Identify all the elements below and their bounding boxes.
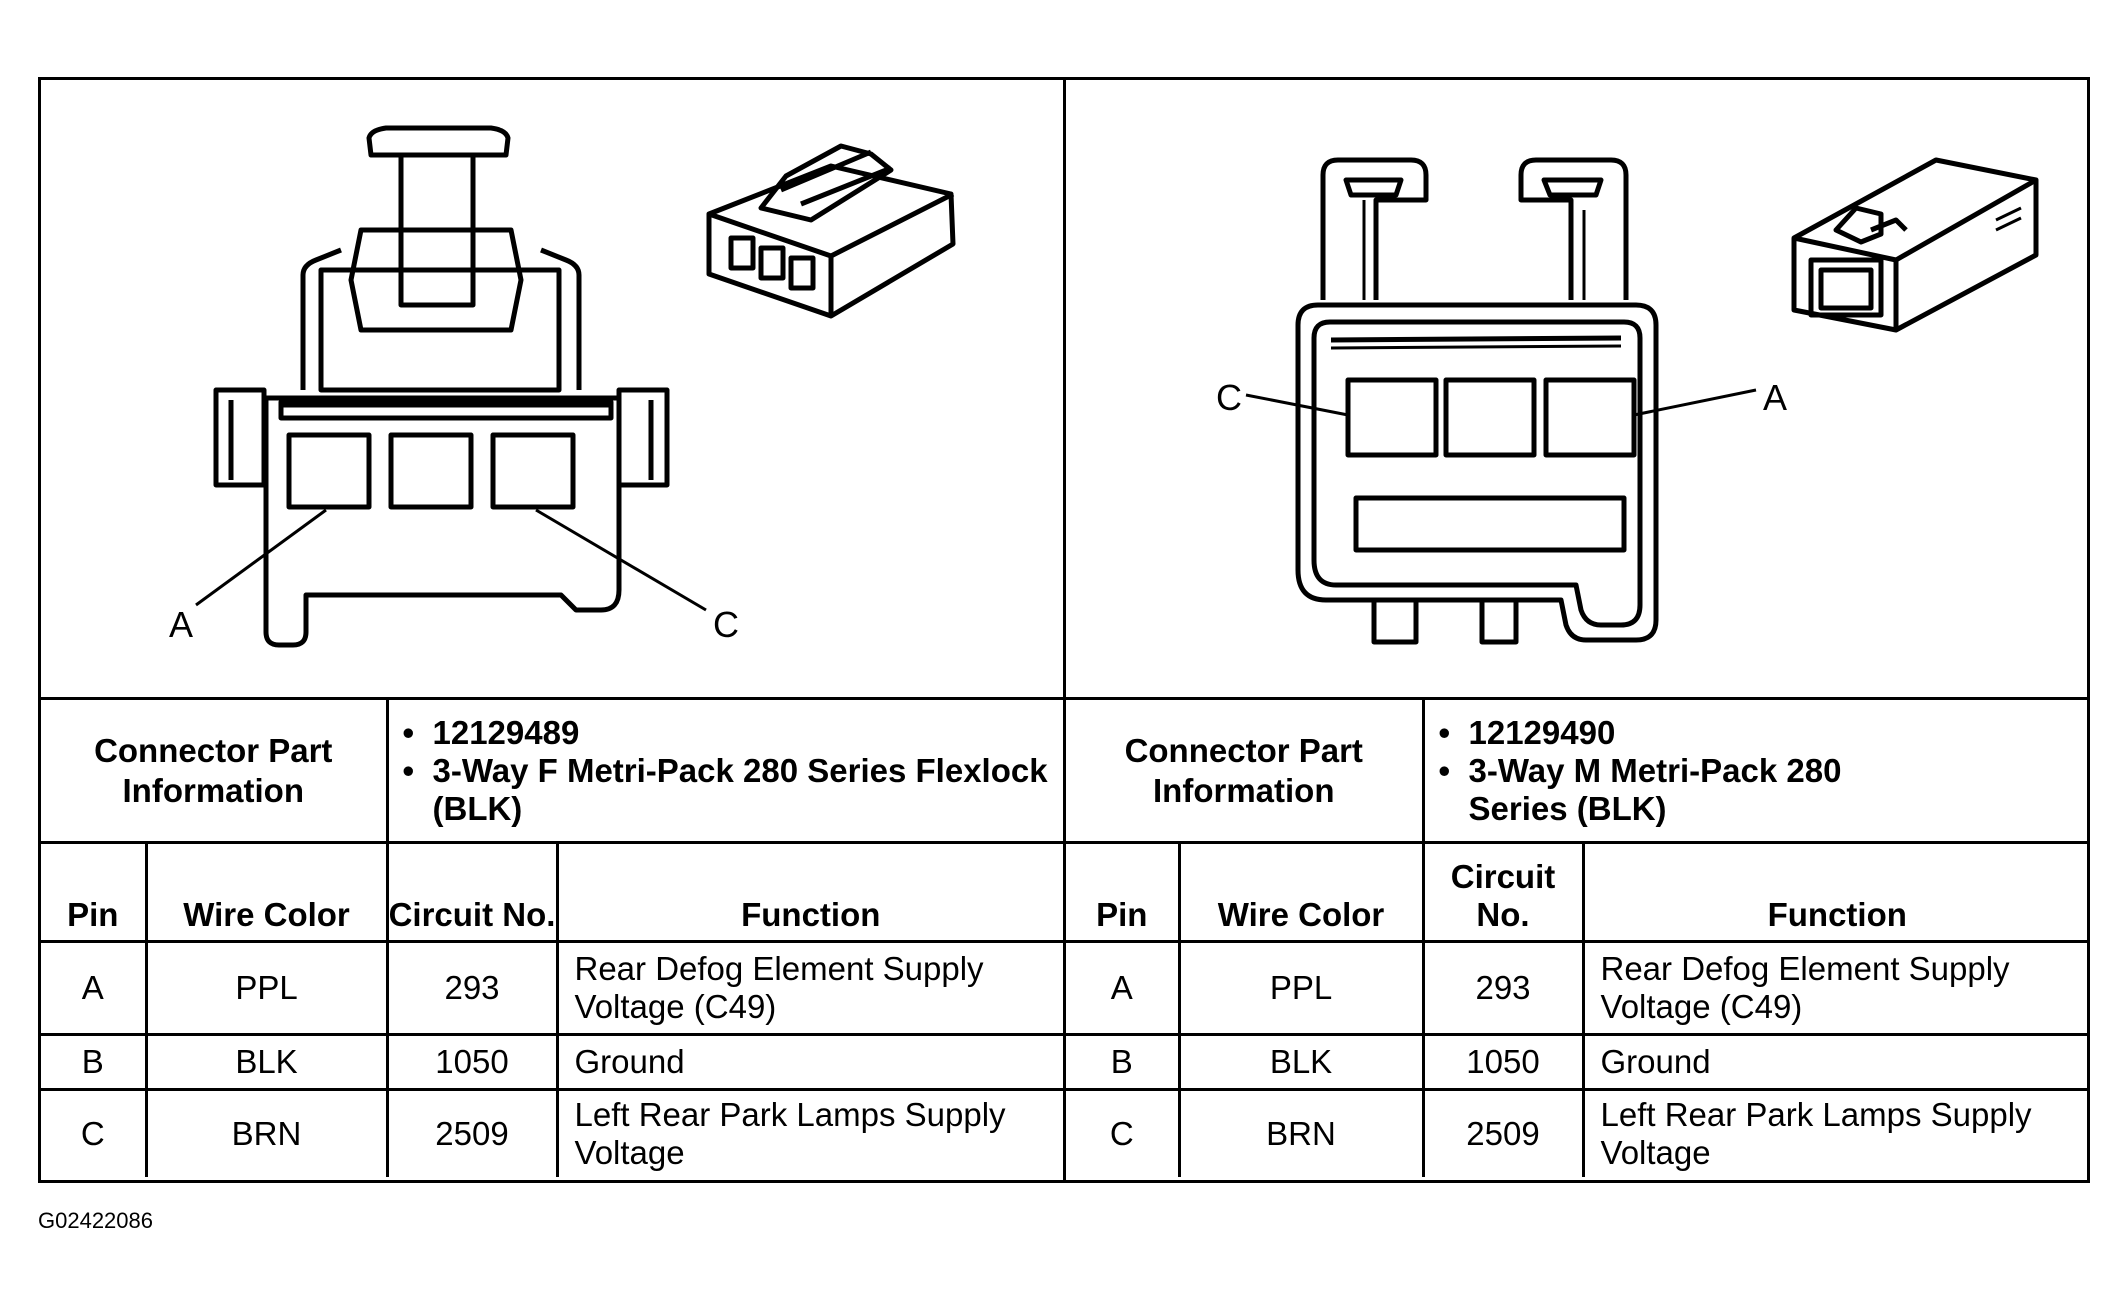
table-row: C BRN 2509 Left Rear Park Lamps Supply V… bbox=[1066, 1088, 2090, 1177]
connector-part-info-list: 12129490 3-Way M Metri-Pack 280 Series (… bbox=[1421, 700, 2091, 844]
pin-header: Pin bbox=[1066, 841, 1181, 943]
pin-cell: B bbox=[1066, 1033, 1181, 1091]
function-cell: Rear Defog Element Supply Voltage (C49) bbox=[555, 940, 1063, 1036]
function-cell: Left Rear Park Lamps Supply Voltage bbox=[1581, 1088, 2090, 1177]
female-pin-a-label: A bbox=[169, 604, 193, 645]
circuit-cell: 293 bbox=[1421, 940, 1585, 1036]
table-header-row: Pin Wire Color Circuit No. Function bbox=[1066, 841, 2090, 943]
male-connector-illustration: C A bbox=[1216, 157, 2039, 645]
part-number: 12129489 bbox=[403, 714, 1064, 752]
connector-part-info-row: Connector Part Information 12129489 3-Wa… bbox=[41, 700, 1064, 844]
female-connector-pane: A C Connector Part Information 12129489 … bbox=[41, 80, 1066, 1183]
table-row: A PPL 293 Rear Defog Element Supply Volt… bbox=[41, 940, 1063, 1036]
male-pin-c-label: C bbox=[1216, 377, 1242, 418]
female-connector-illustration: A C bbox=[169, 125, 956, 648]
pin-header: Pin bbox=[41, 841, 148, 943]
function-cell: Ground bbox=[555, 1033, 1063, 1091]
circuit-header: Circuit No. bbox=[1421, 841, 1585, 943]
circuit-cell: 2509 bbox=[385, 1088, 559, 1177]
function-cell: Rear Defog Element Supply Voltage (C49) bbox=[1581, 940, 2090, 1036]
part-description: 3-Way F Metri-Pack 280 Series Flexlock (… bbox=[403, 752, 1064, 828]
wire-color-cell: BRN bbox=[144, 1088, 389, 1177]
connector-part-info-label: Connector Part Information bbox=[1066, 700, 1425, 844]
circuit-cell: 1050 bbox=[1421, 1033, 1585, 1091]
part-description: 3-Way M Metri-Pack 280 Series (BLK) bbox=[1439, 752, 1889, 828]
wire-color-cell: PPL bbox=[144, 940, 389, 1036]
connector-part-info-label: Connector Part Information bbox=[41, 700, 389, 844]
wire-color-header: Wire Color bbox=[144, 841, 389, 943]
figure-code: G02422086 bbox=[38, 1208, 153, 1233]
female-pin-c-label: C bbox=[713, 604, 739, 645]
circuit-cell: 2509 bbox=[1421, 1088, 1585, 1177]
female-connector-table: Connector Part Information 12129489 3-Wa… bbox=[41, 700, 1063, 1177]
pin-cell: C bbox=[41, 1088, 148, 1177]
female-connector-drawing: A C bbox=[41, 80, 1063, 700]
pin-cell: B bbox=[41, 1033, 148, 1091]
pin-cell: A bbox=[1066, 940, 1181, 1036]
connector-diagram-frame: A C Connector Part Information 12129489 … bbox=[38, 77, 2090, 1183]
function-cell: Left Rear Park Lamps Supply Voltage bbox=[555, 1088, 1063, 1177]
male-pin-a-label: A bbox=[1763, 377, 1787, 418]
circuit-cell: 293 bbox=[385, 940, 559, 1036]
connector-part-info-row: Connector Part Information 12129490 3-Wa… bbox=[1066, 700, 2091, 844]
circuit-header: Circuit No. bbox=[385, 841, 559, 943]
pin-cell: C bbox=[1066, 1088, 1181, 1177]
wire-color-cell: PPL bbox=[1177, 940, 1425, 1036]
wire-color-header: Wire Color bbox=[1177, 841, 1425, 943]
table-row: A PPL 293 Rear Defog Element Supply Volt… bbox=[1066, 940, 2090, 1036]
connector-part-info-list: 12129489 3-Way F Metri-Pack 280 Series F… bbox=[385, 700, 1064, 844]
wire-color-cell: BRN bbox=[1177, 1088, 1425, 1177]
male-connector-table: Connector Part Information 12129490 3-Wa… bbox=[1066, 700, 2090, 1177]
wire-color-cell: BLK bbox=[1177, 1033, 1425, 1091]
part-number: 12129490 bbox=[1439, 714, 2091, 752]
male-connector-drawing: C A bbox=[1066, 80, 2090, 700]
function-header: Function bbox=[555, 841, 1063, 943]
table-row: C BRN 2509 Left Rear Park Lamps Supply V… bbox=[41, 1088, 1063, 1177]
function-header: Function bbox=[1581, 841, 2090, 943]
wire-color-cell: BLK bbox=[144, 1033, 389, 1091]
pin-cell: A bbox=[41, 940, 148, 1036]
table-header-row: Pin Wire Color Circuit No. Function bbox=[41, 841, 1063, 943]
circuit-cell: 1050 bbox=[385, 1033, 559, 1091]
male-connector-pane: C A Connector Part Information 12129490 … bbox=[1066, 80, 2090, 1183]
table-row: B BLK 1050 Ground bbox=[41, 1033, 1063, 1091]
table-row: B BLK 1050 Ground bbox=[1066, 1033, 2090, 1091]
function-cell: Ground bbox=[1581, 1033, 2090, 1091]
